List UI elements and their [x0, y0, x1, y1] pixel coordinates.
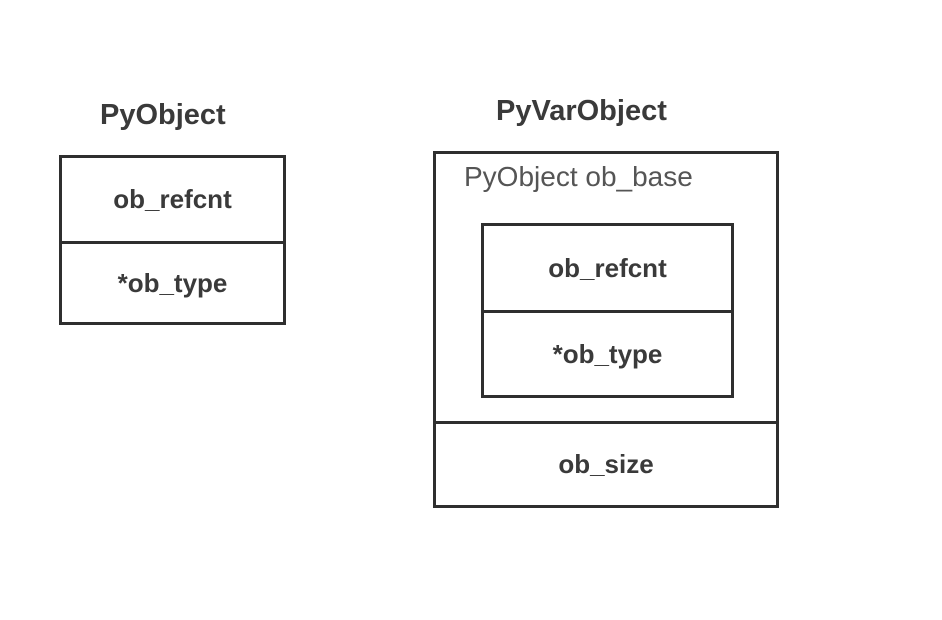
pyvarobject-ob-base-section: PyObject ob_base ob_refcnt *ob_type [436, 154, 776, 424]
pyvarobject-title: PyVarObject [496, 95, 667, 127]
pyvarobject-struct-box: PyObject ob_base ob_refcnt *ob_type ob_s… [433, 151, 779, 508]
ob-base-label: PyObject ob_base [464, 161, 693, 192]
ob-base-field-ob-type: *ob_type [484, 310, 731, 395]
pyobject-struct-box: ob_refcnt *ob_type [59, 155, 286, 325]
pyobject-field-ob-refcnt: ob_refcnt [113, 184, 232, 214]
ob-base-inner-box: ob_refcnt *ob_type [481, 223, 734, 398]
pyobject-field-ob-type: *ob_type [62, 241, 283, 322]
ob-base-field-ob-refcnt: ob_refcnt [548, 252, 667, 283]
pyobject-title: PyObject [100, 99, 226, 131]
pyvarobject-field-ob-size: ob_size [558, 449, 654, 479]
